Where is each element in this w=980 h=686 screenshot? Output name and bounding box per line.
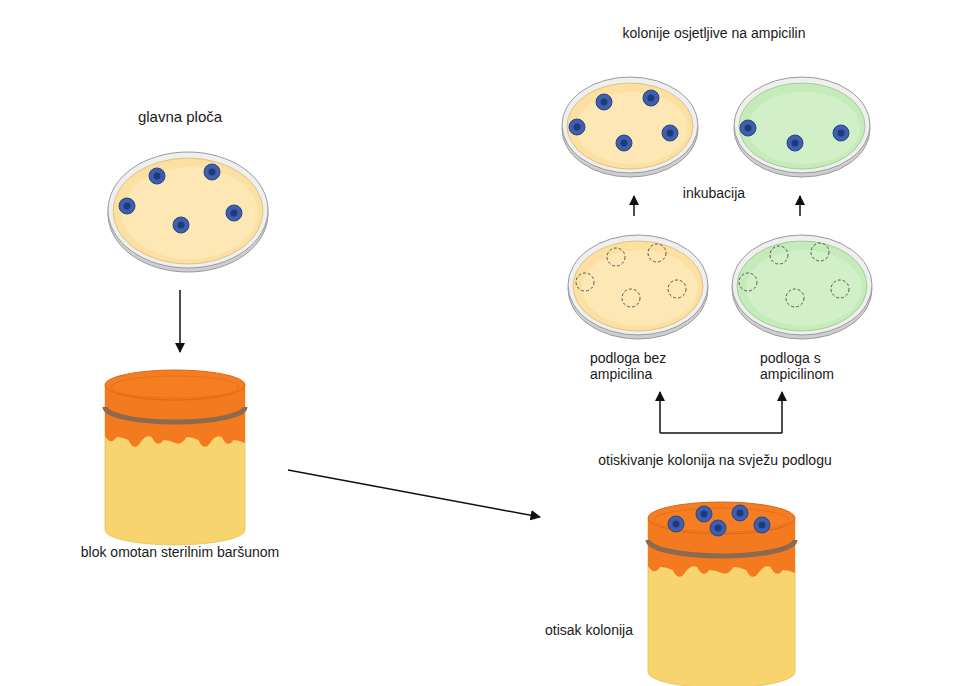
colony	[173, 217, 189, 233]
colony-position	[811, 243, 829, 261]
colony-position	[786, 289, 804, 307]
annotation-label: otiskivanje kolonija na svježu podlogu	[555, 452, 875, 468]
node-shape	[72, 352, 288, 564]
replica-bracket	[660, 432, 782, 434]
colony	[668, 516, 684, 532]
node-label: glavna ploča	[92, 109, 268, 125]
node-shape	[540, 495, 802, 680]
master-plate: glavna ploča	[92, 105, 268, 290]
colony-position	[770, 246, 788, 264]
colony	[696, 506, 712, 522]
node-label: otisak kolonija	[545, 622, 665, 638]
colony-position	[648, 244, 666, 262]
process-arrow	[179, 290, 181, 352]
colony	[149, 168, 165, 184]
incubated-plate-no-ampicillin	[562, 77, 698, 177]
replica-bracket-arrow	[781, 392, 783, 433]
node-label: blok omotan sterilnim baršunom	[72, 544, 288, 560]
incubation-arrow	[633, 196, 635, 216]
colony	[787, 135, 803, 151]
node-shape	[92, 105, 268, 290]
colony	[732, 505, 748, 521]
petri-dish	[732, 235, 872, 339]
annotation-label: inkubacija	[634, 185, 794, 201]
node-label: podloga s ampicilinom	[760, 350, 850, 382]
velvet-cylinder	[105, 370, 245, 545]
incubated-plate-ampicillin	[734, 77, 870, 177]
colony-position	[622, 289, 640, 307]
node-label: podloga bez ampicilina	[590, 350, 680, 382]
petri-dish	[108, 152, 268, 272]
colony	[662, 125, 678, 141]
colony	[204, 164, 220, 180]
process-arrow	[288, 470, 540, 517]
petri-dish	[568, 235, 708, 339]
colony	[569, 119, 585, 135]
annotation-label: kolonije osjetljive na ampicilin	[554, 25, 874, 41]
colony-position	[607, 248, 625, 266]
colony-position	[739, 273, 757, 291]
colony-position	[831, 280, 849, 298]
colony	[740, 120, 756, 136]
fresh-plate: podloga bez ampicilina	[565, 230, 711, 382]
imprinted-block: otisak kolonija	[540, 495, 802, 680]
colony	[596, 94, 612, 110]
colony	[119, 198, 135, 214]
colony	[710, 520, 726, 536]
velvet-cylinder	[648, 502, 795, 686]
colony-position	[668, 280, 686, 298]
colony	[616, 135, 632, 151]
incubation-arrow	[799, 196, 801, 216]
fresh-plate: podloga s ampicilinom	[729, 230, 875, 382]
colony	[226, 205, 242, 221]
velvet-block: blok omotan sterilnim baršunom	[72, 352, 288, 564]
colony	[643, 90, 659, 106]
colony	[833, 125, 849, 141]
colony-position	[576, 273, 594, 291]
replica-bracket-arrow	[659, 392, 661, 433]
colony	[754, 517, 770, 533]
